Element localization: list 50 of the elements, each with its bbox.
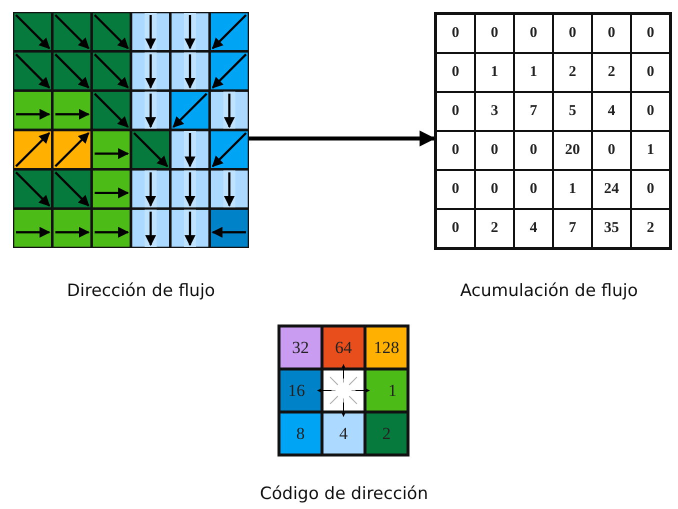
node-label: Acumulación de flujo xyxy=(459,281,639,301)
table-cell: 0 xyxy=(436,131,475,170)
node-label: Dirección de flujo xyxy=(66,281,216,301)
table-cell: 5 xyxy=(553,92,592,131)
table-cell: 0 xyxy=(436,92,475,131)
table-cell: 0 xyxy=(475,170,514,209)
table-cell: 0 xyxy=(514,14,553,53)
direction-code: 8 xyxy=(295,422,306,444)
table-cell: 0 xyxy=(514,131,553,170)
table-cell: 1 xyxy=(631,131,670,170)
table-cell: 4 xyxy=(514,209,553,248)
direction-code: 16 xyxy=(287,380,306,402)
arrow xyxy=(249,130,436,146)
table-cell: 7 xyxy=(553,209,592,248)
table-cell: 0 xyxy=(436,14,475,53)
table-cell: 2 xyxy=(631,209,670,248)
direction-code: 2 xyxy=(381,422,392,444)
direction-code: 32 xyxy=(291,336,310,358)
table-cell: 0 xyxy=(475,14,514,53)
direction-code: 128 xyxy=(372,336,400,358)
table-cell: 0 xyxy=(631,92,670,131)
table-cell: 4 xyxy=(592,92,631,131)
table-cell: 0 xyxy=(592,131,631,170)
table-cell: 0 xyxy=(592,14,631,53)
table-cell: 2 xyxy=(592,53,631,92)
direction-code: 1 xyxy=(387,380,398,402)
table-cell: 1 xyxy=(553,170,592,209)
direction-code: 64 xyxy=(334,336,353,358)
table-cell: 7 xyxy=(514,92,553,131)
table-cell: 0 xyxy=(631,170,670,209)
table-cell: 0 xyxy=(436,170,475,209)
table-cell: 0 xyxy=(436,209,475,248)
table-cell: 2 xyxy=(553,53,592,92)
flow-direction-grid-drawing xyxy=(13,12,249,248)
table-cell: 1 xyxy=(475,53,514,92)
caption: Código de dirección xyxy=(258,484,430,504)
table-cell: 0 xyxy=(475,131,514,170)
table-cell: 1 xyxy=(514,53,553,92)
table-cell: 0 xyxy=(436,53,475,92)
table-cell: 2 xyxy=(475,209,514,248)
table-cell: 35 xyxy=(592,209,631,248)
data-table xyxy=(434,12,672,250)
table-cell: 0 xyxy=(553,14,592,53)
table-cell: 0 xyxy=(514,170,553,209)
table-cell: 20 xyxy=(553,131,592,170)
table-cell: 0 xyxy=(631,53,670,92)
table-cell: 0 xyxy=(631,14,670,53)
table-cell: 3 xyxy=(475,92,514,131)
direction-code: 4 xyxy=(338,422,349,444)
table-cell: 24 xyxy=(592,170,631,209)
